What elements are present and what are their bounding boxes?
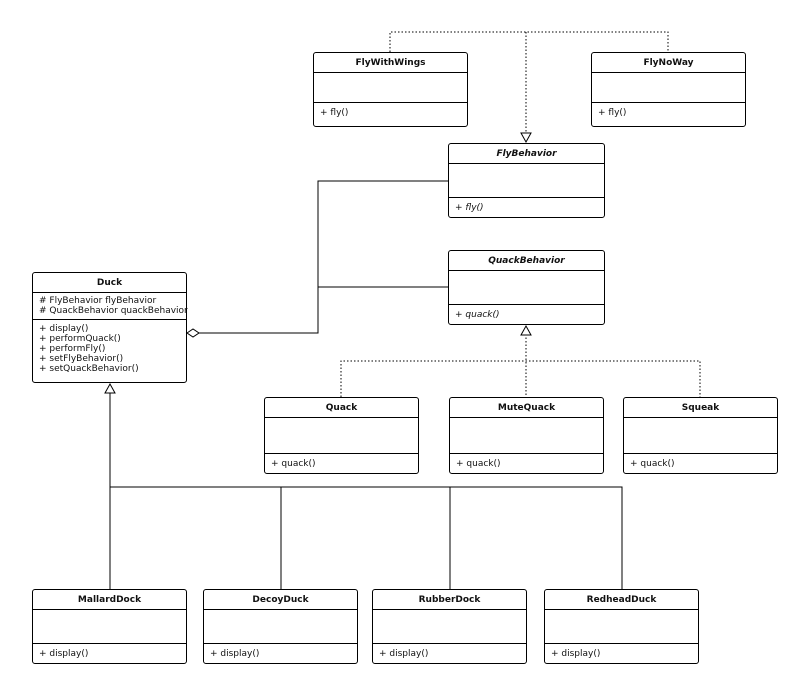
- fly-behavior-realization-arrowhead: [520, 132, 532, 144]
- aggregation-diamond: [186, 328, 200, 338]
- realization-fly-behaviors: [389, 31, 669, 132]
- attributes-compartment: [592, 73, 745, 103]
- operation: + display(): [379, 649, 429, 659]
- class-mute-quack[interactable]: MuteQuack + quack(): [449, 397, 604, 474]
- attributes-compartment: [314, 73, 467, 103]
- operation: + fly(): [455, 203, 484, 213]
- aggregation-duck-behaviors: [198, 180, 448, 334]
- quack-behavior-realization-arrowhead: [520, 324, 532, 336]
- class-duck[interactable]: Duck # FlyBehavior flyBehavior # QuackBe…: [32, 272, 188, 383]
- operation: + display(): [39, 324, 89, 334]
- duck-generalization-arrowhead: [104, 382, 116, 394]
- attributes-compartment: # FlyBehavior flyBehavior # QuackBehavio…: [33, 293, 188, 320]
- class-fly-with-wings[interactable]: FlyWithWings + fly(): [313, 52, 468, 127]
- operation: + display(): [551, 649, 601, 659]
- operation: + performQuack(): [39, 334, 121, 344]
- class-name: RubberDock: [373, 590, 526, 610]
- operations-compartment: + display(): [33, 644, 186, 663]
- class-name: Duck: [33, 273, 186, 293]
- class-rubber-dock[interactable]: RubberDock + display(): [372, 589, 527, 664]
- attribute: # FlyBehavior flyBehavior: [39, 296, 157, 306]
- attributes-compartment: [204, 610, 357, 644]
- attributes-compartment: [449, 164, 604, 198]
- operations-compartment: + fly(): [449, 198, 604, 217]
- class-fly-no-way[interactable]: FlyNoWay + fly(): [591, 52, 746, 127]
- generalization-ducks: [109, 393, 623, 589]
- operation: + quack(): [456, 459, 501, 469]
- attributes-compartment: [33, 610, 186, 644]
- class-name: DecoyDuck: [204, 590, 357, 610]
- class-squeak[interactable]: Squeak + quack(): [623, 397, 778, 474]
- attributes-compartment: [545, 610, 698, 644]
- operation: + display(): [39, 649, 89, 659]
- operation: + fly(): [598, 108, 627, 118]
- operation: + quack(): [630, 459, 675, 469]
- class-name: FlyWithWings: [314, 53, 467, 73]
- operations-compartment: + fly(): [314, 103, 467, 122]
- operations-compartment: + quack(): [265, 454, 418, 473]
- attribute: # QuackBehavior quackBehavior: [39, 306, 188, 316]
- operations-compartment: + quack(): [449, 305, 604, 324]
- interface-quack-behavior[interactable]: QuackBehavior + quack(): [448, 250, 605, 325]
- class-redhead-duck[interactable]: RedheadDuck + display(): [544, 589, 699, 664]
- attributes-compartment: [373, 610, 526, 644]
- class-name: Quack: [265, 398, 418, 418]
- operations-compartment: + display() + performQuack() + performFl…: [33, 320, 186, 378]
- realization-quack-behaviors: [340, 334, 701, 397]
- attributes-compartment: [449, 271, 604, 305]
- attributes-compartment: [624, 418, 777, 454]
- class-decoy-duck[interactable]: DecoyDuck + display(): [203, 589, 358, 664]
- operations-compartment: + display(): [204, 644, 357, 663]
- class-name: FlyNoWay: [592, 53, 745, 73]
- operations-compartment: + quack(): [450, 454, 603, 473]
- operations-compartment: + display(): [545, 644, 698, 663]
- operation: + display(): [210, 649, 260, 659]
- class-name: MallardDock: [33, 590, 186, 610]
- attributes-compartment: [265, 418, 418, 454]
- class-name: FlyBehavior: [449, 144, 604, 164]
- operations-compartment: + display(): [373, 644, 526, 663]
- operations-compartment: + fly(): [592, 103, 745, 122]
- class-quack[interactable]: Quack + quack(): [264, 397, 419, 474]
- class-mallard-dock[interactable]: MallardDock + display(): [32, 589, 187, 664]
- class-name: QuackBehavior: [449, 251, 604, 271]
- operations-compartment: + quack(): [624, 454, 777, 473]
- interface-fly-behavior[interactable]: FlyBehavior + fly(): [448, 143, 605, 218]
- attributes-compartment: [450, 418, 603, 454]
- operation: + performFly(): [39, 344, 106, 354]
- class-name: Squeak: [624, 398, 777, 418]
- class-name: MuteQuack: [450, 398, 603, 418]
- operation: + quack(): [271, 459, 316, 469]
- operation: + quack(): [455, 310, 500, 320]
- class-name: RedheadDuck: [545, 590, 698, 610]
- operation: + setQuackBehavior(): [39, 364, 139, 374]
- operation: + setFlyBehavior(): [39, 354, 124, 364]
- operation: + fly(): [320, 108, 349, 118]
